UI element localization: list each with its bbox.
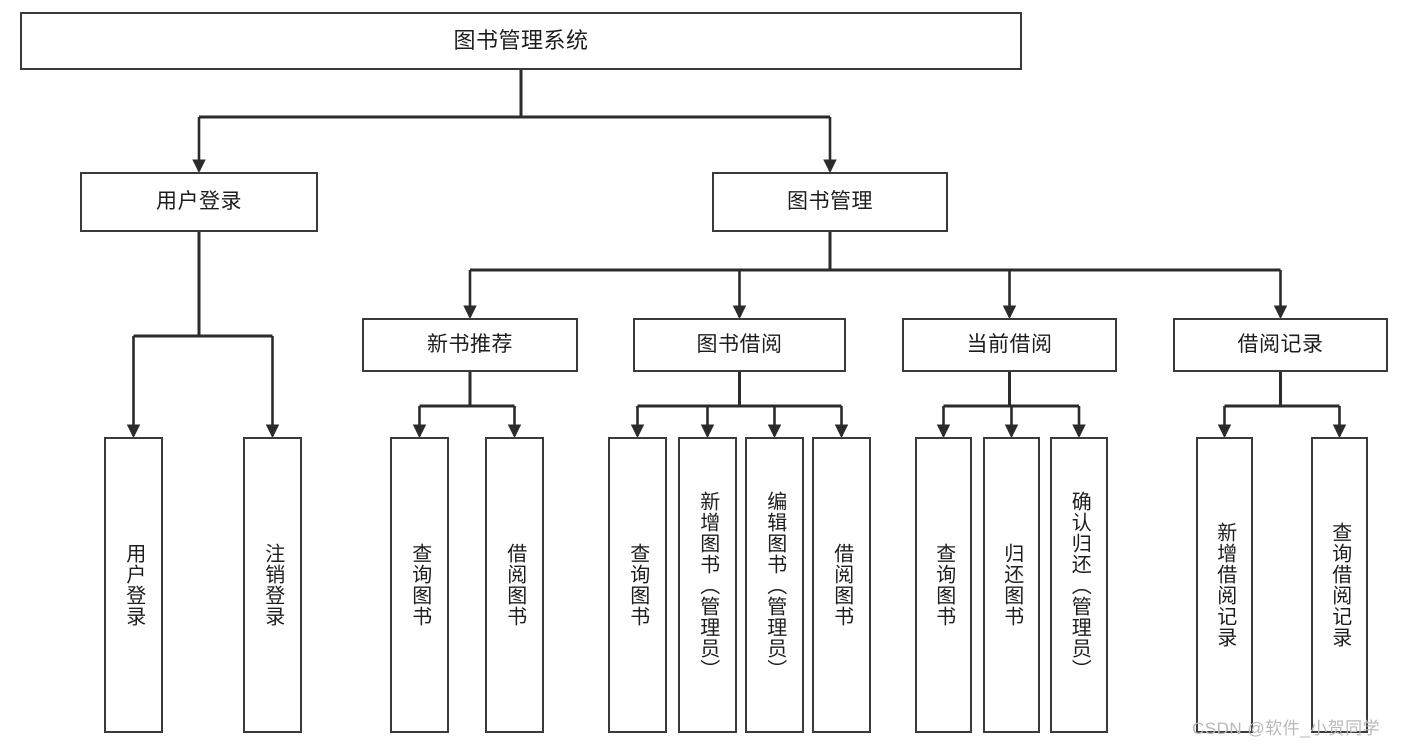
node-label: 图书管理系统 — [453, 28, 589, 54]
node-leaf-query-book-borrow[interactable]: 查询图书 — [608, 437, 667, 733]
node-label: 确认归还（管理员） — [1068, 490, 1091, 680]
node-label: 查询图书 — [626, 543, 649, 627]
node-book-borrow[interactable]: 图书借阅 — [633, 318, 846, 372]
node-label: 借阅记录 — [1237, 332, 1324, 356]
node-label: 查询图书 — [408, 543, 431, 627]
node-label: 查询图书 — [932, 543, 955, 627]
node-label: 借阅图书 — [830, 543, 853, 627]
node-leaf-borrow-book[interactable]: 借阅图书 — [812, 437, 871, 733]
node-label: 新增借阅记录 — [1213, 522, 1236, 648]
node-label: 用户登录 — [156, 189, 242, 213]
csdn-watermark: CSDN @软件_小贺同学 — [1192, 719, 1381, 738]
node-root[interactable]: 图书管理系统 — [20, 12, 1022, 70]
node-new-book-recommend[interactable]: 新书推荐 — [362, 318, 578, 372]
node-leaf-user-login[interactable]: 用户登录 — [104, 437, 163, 733]
node-leaf-query-book-cur[interactable]: 查询图书 — [915, 437, 972, 733]
node-book-manage[interactable]: 图书管理 — [712, 172, 948, 232]
node-leaf-query-record[interactable]: 查询借阅记录 — [1311, 437, 1368, 733]
node-leaf-add-book[interactable]: 新增图书（管理员） — [678, 437, 737, 733]
node-label: 新增图书（管理员） — [696, 490, 719, 680]
node-label: 注销登录 — [261, 543, 284, 627]
node-label: 图书管理 — [787, 189, 873, 213]
node-leaf-return-book[interactable]: 归还图书 — [983, 437, 1040, 733]
node-label: 查询借阅记录 — [1328, 522, 1351, 648]
node-label: 当前借阅 — [966, 332, 1053, 356]
node-leaf-query-book-rec[interactable]: 查询图书 — [390, 437, 449, 733]
node-label: 新书推荐 — [427, 332, 513, 356]
node-label: 用户登录 — [122, 543, 145, 627]
node-label: 编辑图书（管理员） — [763, 490, 786, 680]
node-leaf-edit-book[interactable]: 编辑图书（管理员） — [745, 437, 804, 733]
node-leaf-borrow-book-rec[interactable]: 借阅图书 — [485, 437, 544, 733]
node-user-login[interactable]: 用户登录 — [80, 172, 318, 232]
node-leaf-confirm-return[interactable]: 确认归还（管理员） — [1050, 437, 1108, 733]
node-label: 借阅图书 — [503, 543, 526, 627]
node-leaf-logout[interactable]: 注销登录 — [243, 437, 302, 733]
node-label: 图书借阅 — [696, 332, 783, 356]
node-current-borrow[interactable]: 当前借阅 — [902, 318, 1117, 372]
node-label: 归还图书 — [1000, 543, 1023, 627]
node-leaf-add-record[interactable]: 新增借阅记录 — [1196, 437, 1253, 733]
node-borrow-record[interactable]: 借阅记录 — [1173, 318, 1388, 372]
